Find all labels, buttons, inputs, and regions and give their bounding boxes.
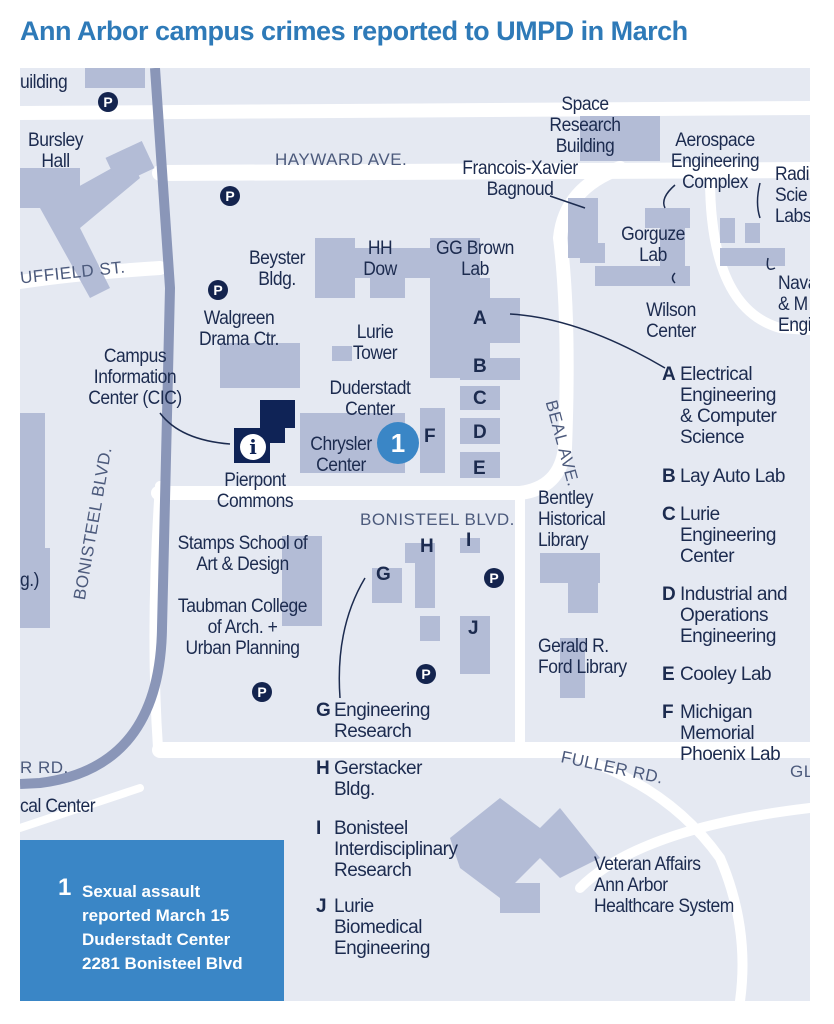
label-beyster: Beyster Bldg. — [248, 248, 306, 290]
map-letter-j: J — [468, 618, 479, 639]
legend-name: Bonisteel Interdisciplinary Research — [334, 818, 458, 881]
map-letter-d: D — [473, 422, 487, 443]
map-letter-b: B — [473, 356, 487, 377]
label-walgreen: Walgreen Drama Ctr. — [199, 308, 279, 350]
map-letter-e: E — [473, 458, 486, 479]
incident-description: Sexual assault reported March 15 Duderst… — [82, 882, 243, 973]
legend-name: Lurie Engineering Center — [680, 504, 776, 567]
legend-name: Electrical Engineering & Computer Scienc… — [680, 364, 777, 448]
campus-map[interactable]: HAYWARD AVE. UFFIELD ST. BONISTEEL BLVD.… — [20, 68, 810, 1001]
incident-box: 1 Sexual assault reported March 15 Duder… — [20, 840, 284, 1001]
map-letter-f: F — [424, 426, 436, 447]
label-va: Veteran Affairs Ann Arbor Healthcare Sys… — [594, 854, 734, 917]
label-building-top: uilding — [20, 72, 68, 93]
label-aerospace: Aerospace Engineering Complex — [670, 130, 760, 193]
label-taubman: Taubman College of Arch. + Urban Plannin… — [177, 596, 308, 659]
legend-letter: J — [316, 896, 327, 917]
road-top — [20, 101, 810, 120]
label-bentley: Bentley Historical Library — [538, 488, 606, 551]
label-radi: Radi Scie Labs — [775, 164, 810, 227]
street-gl: GL — [790, 762, 810, 781]
parking-icon: P — [416, 664, 436, 684]
fuller-curve — [575, 753, 748, 1001]
incident-marker-1[interactable]: 1 — [377, 422, 419, 464]
info-icon[interactable]: i — [240, 434, 266, 460]
label-space-research: Space Research Building — [549, 94, 621, 157]
label-gorguze: Gorguze Lab — [621, 224, 685, 266]
bonisteel-major-road — [20, 68, 176, 789]
leader-lines — [159, 182, 776, 699]
label-duderstadt: Duderstadt Center — [329, 378, 411, 420]
map-letter-c: C — [473, 388, 487, 409]
page-title: Ann Arbor campus crimes reported to UMPD… — [20, 16, 688, 46]
parking-icon: P — [208, 280, 228, 300]
label-chrysler: Chrysler Center — [310, 434, 372, 476]
legend-letter: F — [662, 702, 674, 723]
label-hh-dow: HH Dow — [363, 238, 397, 280]
label-cic: Campus Information Center (CIC) — [88, 346, 182, 409]
label-medical: cal Center — [20, 796, 96, 817]
legend-letter: I — [316, 818, 322, 839]
legend-name: Engineering Research — [334, 700, 430, 742]
label-fxb: Francois-Xavier Bagnoud — [462, 158, 578, 200]
legend-name: Michigan Memorial Phoenix Lab — [680, 702, 781, 765]
aero-road — [705, 173, 810, 335]
bonisteel-v-white — [149, 481, 165, 753]
legend-letter: A — [662, 364, 676, 385]
buildings — [20, 68, 785, 913]
parking-icon: P — [484, 568, 504, 588]
legend-letter: E — [662, 664, 675, 685]
label-ford: Gerald R. Ford Library — [538, 636, 627, 678]
hayward-road — [152, 162, 810, 181]
legend-name: Lurie Biomedical Engineering — [334, 896, 430, 959]
map-letter-i: I — [466, 530, 472, 551]
label-pierpont: Pierpont Commons — [216, 470, 294, 512]
legend-letter: C — [662, 504, 676, 525]
legend-item-i: I Bonisteel Interdisciplinary Research — [316, 818, 458, 881]
map-letter-g: G — [376, 564, 391, 585]
label-gg-brown: GG Brown Lab — [436, 238, 514, 280]
legend-name: Gerstacker Bldg. — [334, 758, 422, 800]
map-letter-a: A — [473, 308, 487, 329]
street-fuller-left: R RD. — [20, 758, 69, 777]
label-stamps: Stamps School of Art & Design — [177, 533, 308, 575]
label-g-paren: g.) — [20, 570, 40, 591]
road-sw — [20, 784, 144, 832]
label-wilson: Wilson Center — [646, 300, 696, 342]
street-hayward: HAYWARD AVE. — [275, 150, 408, 169]
legend-letter: B — [662, 466, 676, 487]
parking-icon: P — [98, 92, 118, 112]
parking-icon: P — [252, 682, 272, 702]
legend-name: Lay Auto Lab — [680, 466, 785, 487]
street-bonisteel-h: BONISTEEL BLVD. — [360, 510, 515, 529]
map-base — [20, 68, 810, 1001]
legend-letter: G — [316, 700, 331, 721]
label-naval: Nava & M Engi — [778, 273, 810, 336]
legend-letter: D — [662, 584, 676, 605]
legend-name: Cooley Lab — [680, 664, 772, 685]
label-lurie-tower: Lurie Tower — [352, 322, 398, 364]
map-letter-h: H — [420, 536, 434, 557]
legend-letter: H — [316, 758, 330, 779]
parking-icon: P — [220, 186, 240, 206]
incident-number: 1 — [58, 874, 72, 901]
legend-item-f: F Michigan Memorial Phoenix Lab — [662, 702, 781, 765]
va-road — [575, 803, 810, 893]
legend-item-j: J Lurie Biomedical Engineering — [316, 896, 430, 959]
legend-name: Industrial and Operations Engineering — [680, 584, 788, 647]
label-bursley: Bursley Hall — [28, 130, 84, 172]
